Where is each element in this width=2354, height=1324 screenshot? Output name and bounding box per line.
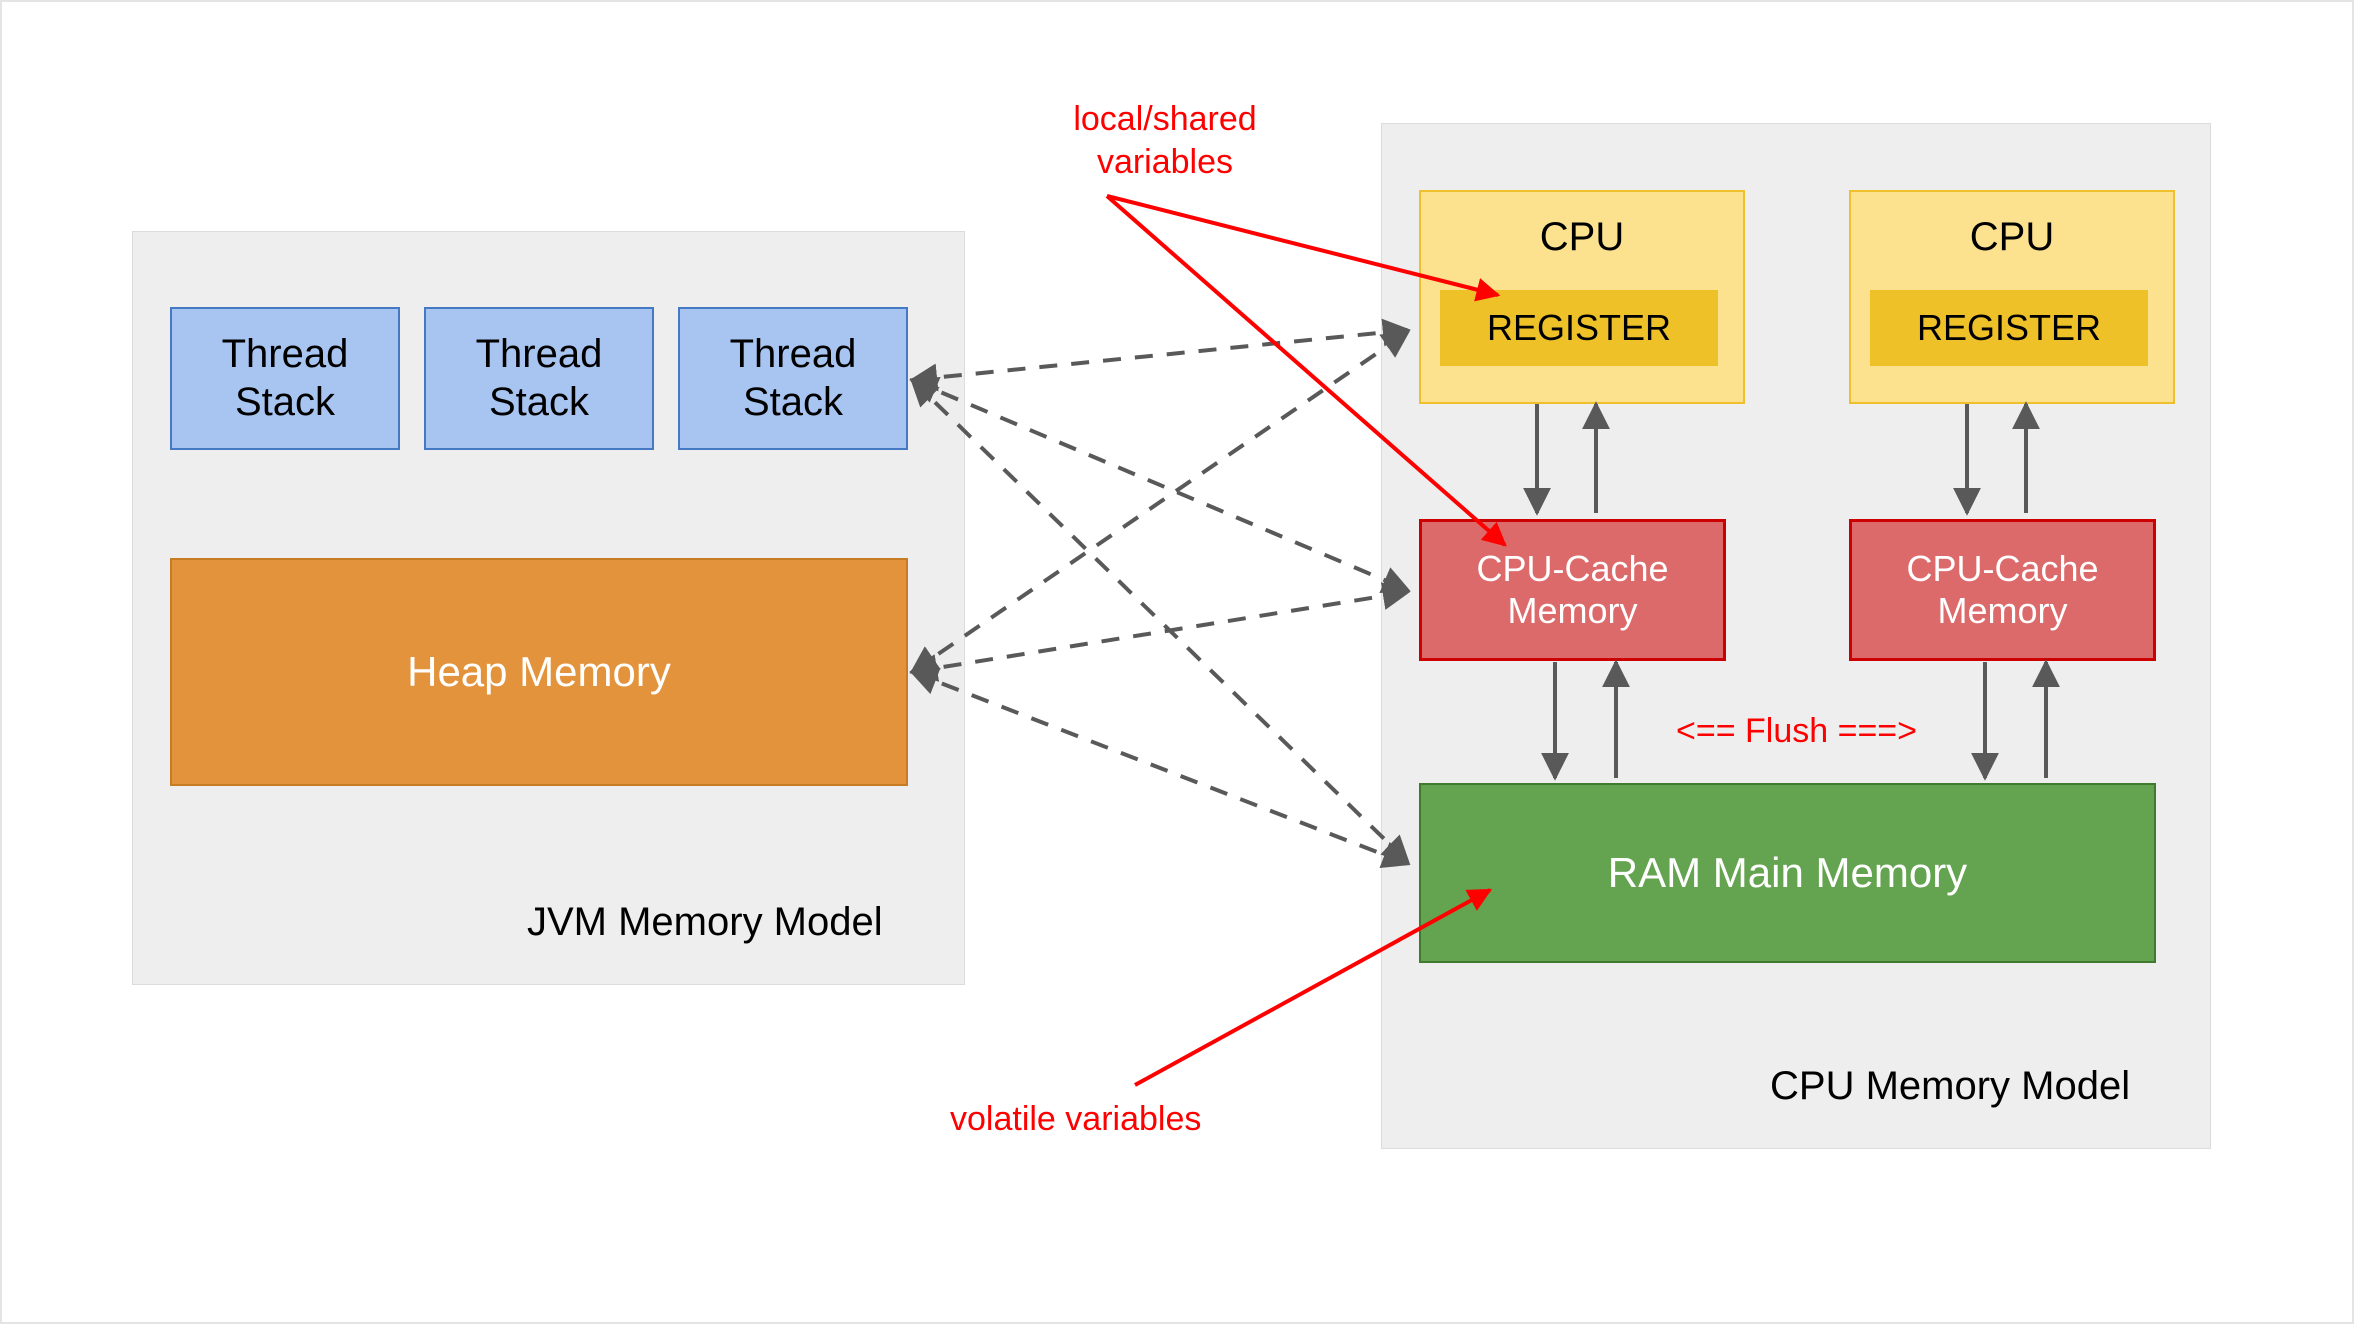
- flush-label: <== Flush ===>: [1676, 712, 1918, 750]
- thread-stack-box-3[interactable]: Thread Stack: [678, 307, 908, 450]
- thread-stack-box-1[interactable]: Thread Stack: [170, 307, 400, 450]
- thread-stack-label-2: Thread Stack: [475, 332, 603, 424]
- cpu-cache-box-2[interactable]: CPU-Cache Memory: [1849, 519, 2156, 661]
- heap-memory-label: Heap Memory: [407, 648, 671, 696]
- ram-main-memory-label: RAM Main Memory: [1607, 849, 1968, 897]
- cpu-label-1: CPU: [1539, 215, 1625, 259]
- heap-memory-box[interactable]: Heap Memory: [170, 558, 908, 786]
- volatile-variables-annotation: volatile variables: [950, 1100, 1202, 1138]
- thread-stack-box-2[interactable]: Thread Stack: [424, 307, 654, 450]
- cpu-memory-model-label: CPU Memory Model: [1770, 1064, 2131, 1108]
- thread-stack-label-3: Thread Stack: [729, 332, 857, 424]
- cpu-label-2: CPU: [1969, 215, 2055, 259]
- register-label-2: REGISTER: [1916, 306, 2102, 348]
- local-shared-variables-annotation: local/shared variables: [1073, 100, 1257, 181]
- cpu-cache-label-1: CPU-Cache Memory: [1476, 547, 1669, 631]
- ram-main-memory-box[interactable]: RAM Main Memory: [1419, 783, 2156, 963]
- cpu-cache-box-1[interactable]: CPU-Cache Memory: [1419, 519, 1726, 661]
- cpu-cache-label-2: CPU-Cache Memory: [1906, 547, 2099, 631]
- jvm-memory-model-label: JVM Memory Model: [527, 900, 883, 944]
- register-box-1[interactable]: REGISTER: [1440, 290, 1718, 366]
- thread-stack-label-1: Thread Stack: [221, 332, 349, 424]
- register-label-1: REGISTER: [1486, 306, 1672, 348]
- register-box-2[interactable]: REGISTER: [1870, 290, 2148, 366]
